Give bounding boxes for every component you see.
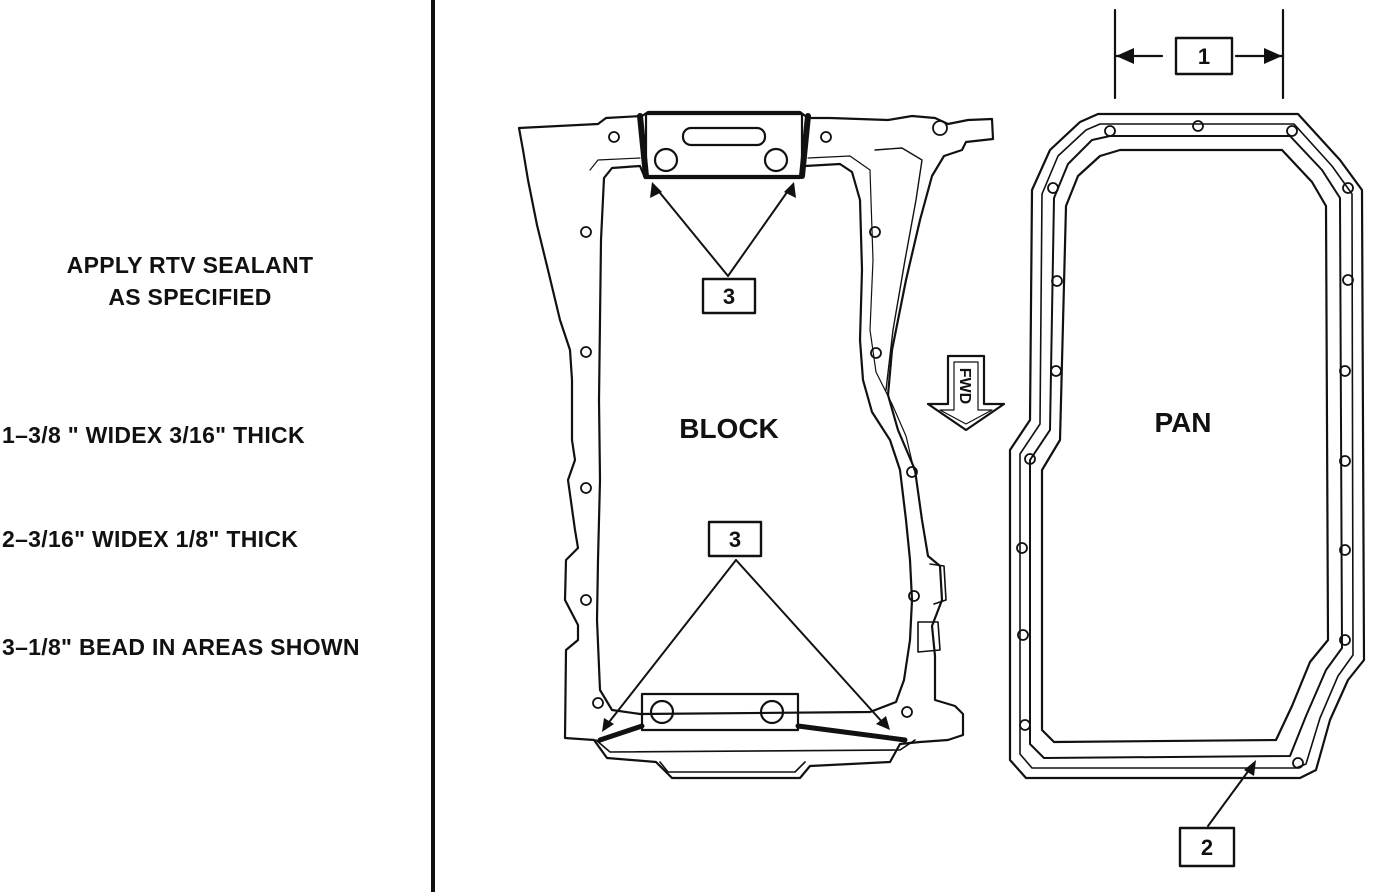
callout-3-bottom-label: 3 — [729, 527, 741, 552]
callout-3-leaders — [605, 187, 885, 727]
legend-item-1: 1–3/8 " WIDEX 3/16" THICK — [2, 422, 305, 448]
fwd-label: FWD — [956, 368, 973, 404]
callout-1-label: 1 — [1198, 44, 1210, 69]
pan-bolt-holes — [1016, 120, 1354, 769]
legend-item-2: 2–3/16" WIDEX 1/8" THICK — [2, 526, 299, 552]
callout-2-label: 2 — [1201, 835, 1213, 860]
engine-block-outline — [517, 110, 995, 780]
callout-3-arrowheads — [602, 182, 890, 732]
top-bearing-cap — [637, 112, 811, 179]
dimension-1-arrowheads — [1116, 48, 1282, 64]
oil-pan-outline — [1008, 112, 1366, 780]
legend-title-line2: AS SPECIFIED — [108, 284, 272, 310]
callout-1-box — [1174, 36, 1234, 76]
callout-3-bottom-box — [707, 520, 763, 558]
legend-item-3: 3–1/8" BEAD IN AREAS SHOWN — [2, 634, 360, 660]
fwd-arrow-icon — [926, 354, 1006, 432]
bottom-bearing-cap — [597, 692, 908, 743]
callout-3-top-box — [701, 277, 757, 315]
block-bolt-holes — [580, 120, 948, 718]
callout-3-top-label: 3 — [723, 284, 735, 309]
callout-2-box — [1178, 826, 1236, 868]
block-label: BLOCK — [679, 413, 779, 444]
legend-title-line1: APPLY RTV SEALANT — [66, 252, 314, 278]
pan-label: PAN — [1154, 407, 1211, 438]
callout-2-leader — [1207, 765, 1253, 827]
